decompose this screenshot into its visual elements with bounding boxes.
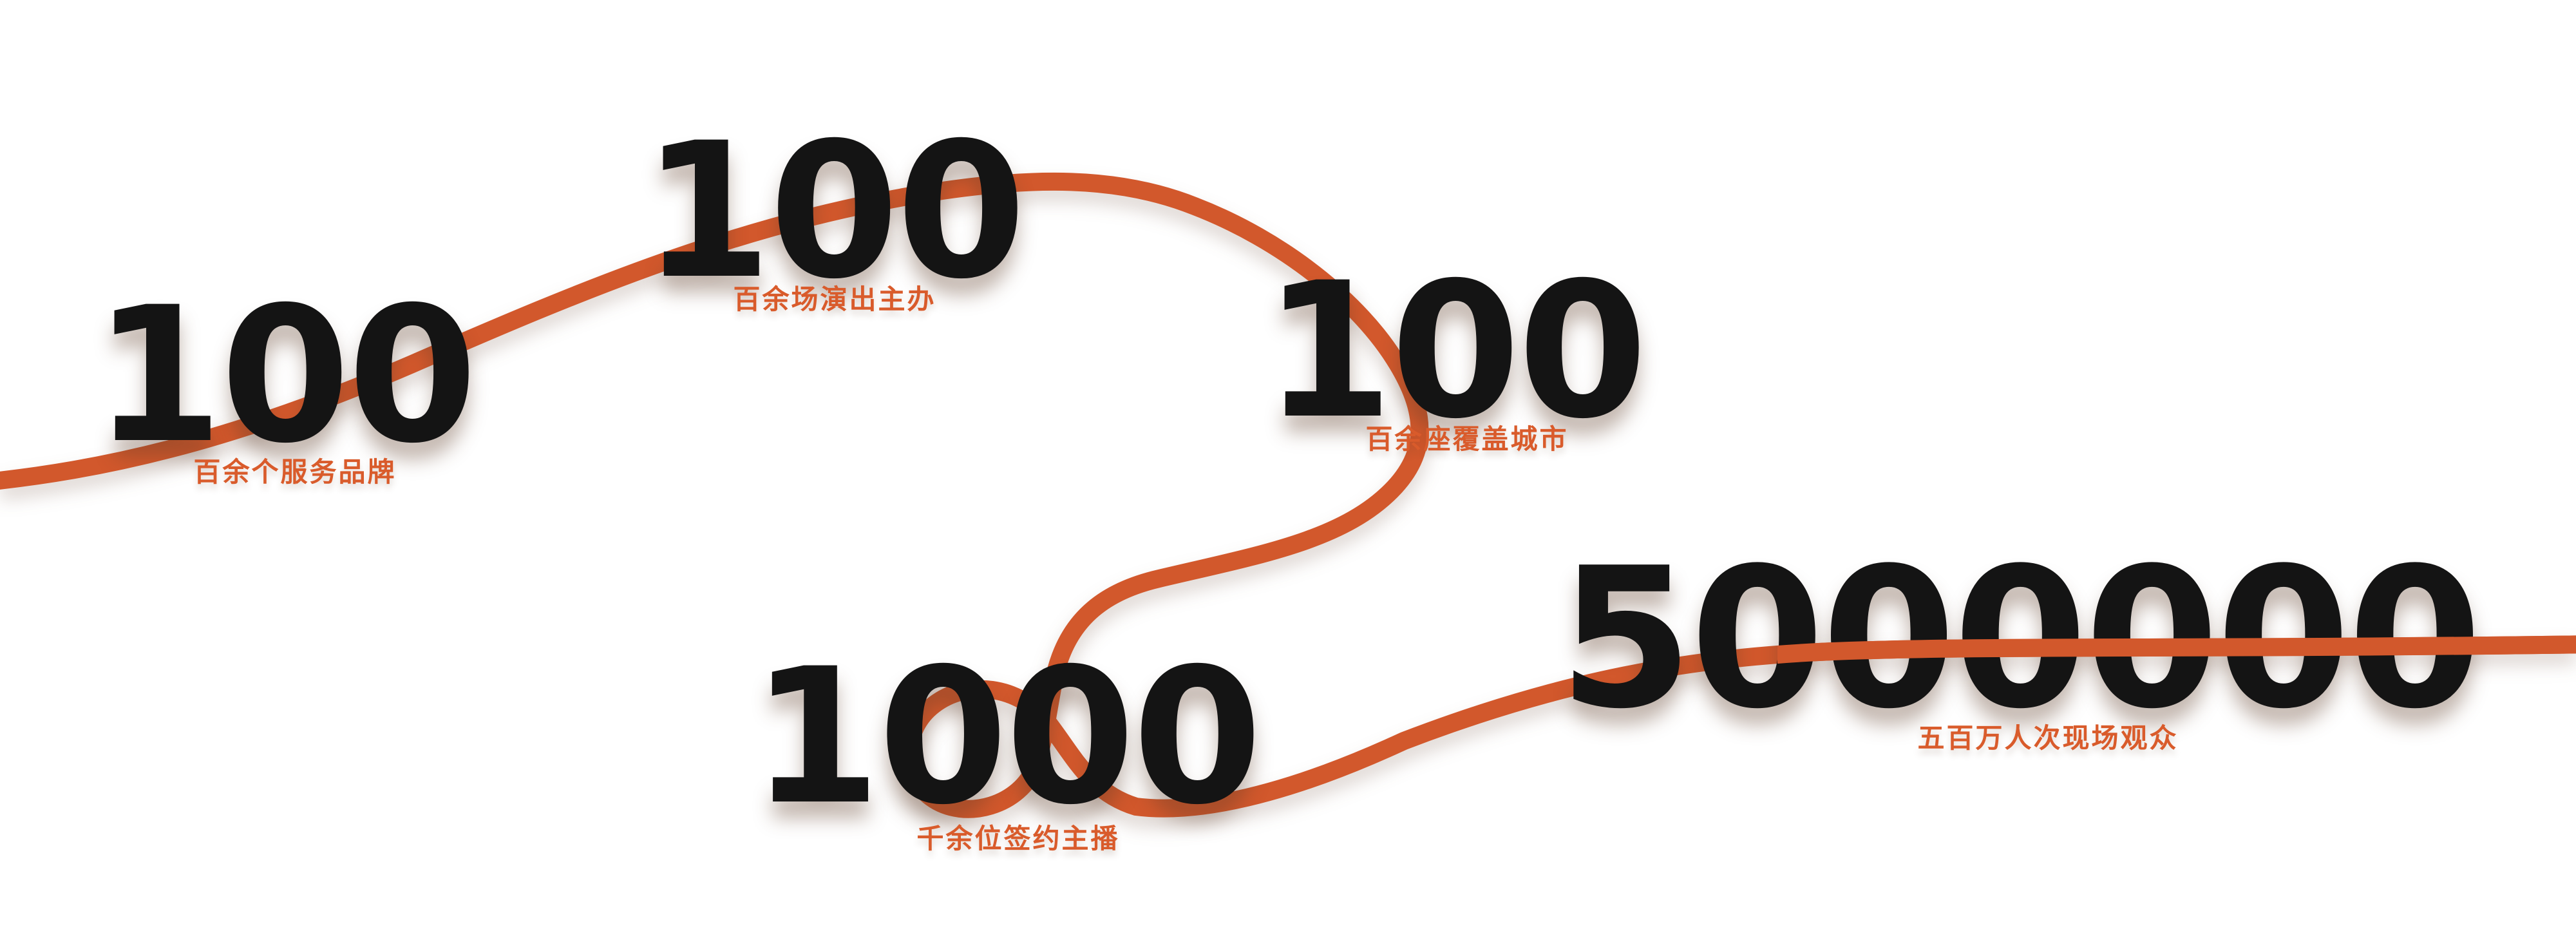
stat-label: 百余个服务品牌 <box>193 456 397 488</box>
stat-label: 千余位签约主播 <box>916 823 1120 854</box>
stat-label: 百余场演出主办 <box>733 283 936 315</box>
stat-value: 100 <box>641 103 1027 320</box>
stat-value: 5000000 <box>1558 526 2482 751</box>
stat-value: 100 <box>1263 243 1648 460</box>
stat-label: 百余座覆盖城市 <box>1365 423 1569 455</box>
stat-label: 五百万人次现场观众 <box>1917 722 2179 754</box>
stat-value: 100 <box>93 267 478 484</box>
stat-value: 1000 <box>751 629 1262 846</box>
